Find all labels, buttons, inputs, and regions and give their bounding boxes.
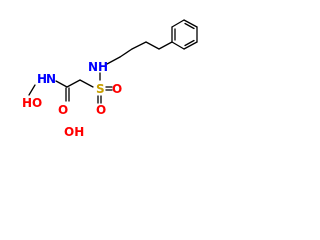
sulfur-label: S (96, 82, 105, 96)
bond (79, 79, 94, 88)
bond (145, 41, 160, 50)
benzene-ring (171, 19, 198, 50)
amide-oxygen-label: O (58, 103, 68, 117)
oxygen-lower-label: O (96, 103, 106, 117)
bond (171, 41, 185, 50)
double-bond-inner (184, 22, 195, 30)
bond (131, 41, 147, 50)
oxygen-upper-label: O (112, 82, 122, 96)
bond (66, 79, 81, 88)
bond (55, 80, 68, 88)
hydroxyl-label: HO (22, 96, 42, 110)
oh-label: OH (64, 125, 84, 139)
bond (119, 48, 133, 58)
double-bond-inner (184, 39, 195, 47)
bond (28, 84, 36, 96)
molecule-structure: NH S O O HO H N O OH (22, 19, 198, 139)
bond (158, 41, 173, 50)
bond (183, 19, 198, 28)
bond (171, 19, 185, 28)
amide-h-label: H (37, 72, 47, 86)
bond (183, 41, 198, 50)
amide-n-label: N (46, 72, 56, 86)
nh-label: NH (88, 60, 108, 74)
bond (106, 56, 121, 65)
